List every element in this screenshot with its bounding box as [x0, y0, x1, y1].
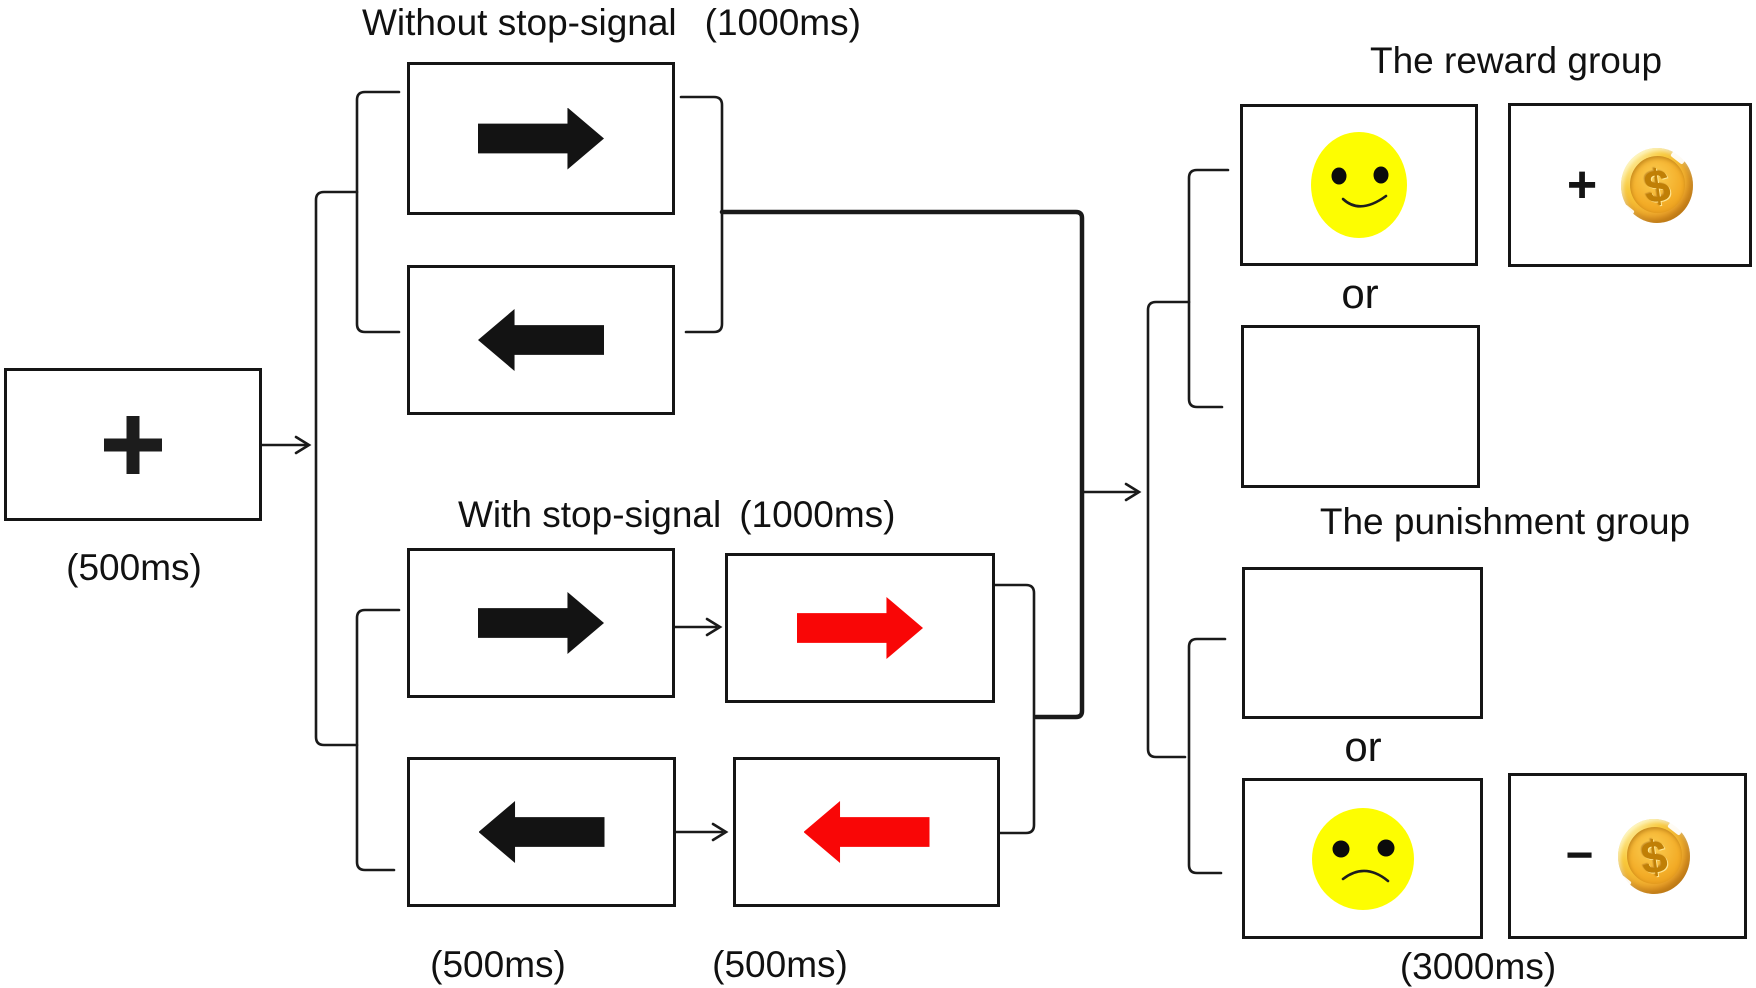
bracket-punishment-group [1187, 637, 1227, 875]
reward-group-title: The reward group [1369, 40, 1663, 81]
bracket-reward-group [1187, 168, 1230, 409]
with-stop-signal-title-text: With stop-signal [458, 494, 722, 535]
minus-sign: − [1565, 829, 1594, 882]
no-stop-signal-title: Without stop-signal (1000ms) [362, 2, 861, 44]
fixation-duration-label: (500ms) [66, 547, 202, 588]
go-left-screen-no-stop [407, 265, 675, 415]
reward-coin-screen: + $ [1508, 103, 1752, 267]
fixation-cross-icon: + [104, 415, 162, 474]
bracket-no-stop-left [355, 90, 401, 334]
gold-coin-icon: $ [1621, 147, 1694, 223]
left-arrow-icon [478, 801, 605, 863]
stop-signal-left-screen [733, 757, 1000, 907]
no-stop-signal-title-text: Without stop-signal [362, 2, 677, 43]
bracket-no-stop-right [679, 95, 724, 334]
go-to-stop-arrow-bottom [674, 822, 729, 842]
sad-face-icon [1311, 807, 1414, 910]
fixation-output-arrow [260, 435, 312, 455]
punishment-sad-screen [1242, 778, 1483, 939]
feedback-duration-label: (3000ms) [1399, 946, 1557, 987]
go-to-stop-arrow-top [673, 617, 723, 637]
left-arrow-icon [478, 309, 604, 371]
go-left-screen-stop-trial [407, 757, 676, 907]
smiley-face-icon [1311, 132, 1407, 238]
fixation-symbol: + [104, 416, 105, 417]
red-left-arrow-icon [803, 801, 930, 863]
punishment-blank-screen [1242, 567, 1483, 719]
red-right-arrow-icon [797, 597, 923, 659]
bracket-with-stop-right [993, 583, 1036, 835]
go-right-screen-stop-trial [407, 548, 675, 698]
reward-or-label: or [1341, 270, 1379, 317]
no-stop-signal-duration: (1000ms) [704, 2, 861, 43]
reward-smiley-screen [1240, 104, 1478, 266]
trial-type-splitter [314, 190, 359, 747]
stop-duration-label: (500ms) [712, 944, 848, 985]
punishment-or-label: or [1344, 723, 1382, 770]
group-splitter [1146, 300, 1191, 759]
plus-sign: + [1566, 156, 1598, 214]
punishment-group-title: The punishment group [1319, 501, 1691, 542]
bracket-with-stop-left [355, 608, 401, 872]
go-duration-label: (500ms) [430, 944, 566, 985]
with-stop-signal-title: With stop-signal (1000ms) [458, 494, 896, 536]
with-stop-signal-duration: (1000ms) [739, 494, 896, 535]
gold-coin-icon: $ [1617, 818, 1690, 894]
reward-blank-screen [1241, 325, 1480, 488]
stop-signal-right-screen [725, 553, 995, 703]
fixation-screen: + [4, 368, 262, 521]
collector-line [719, 209, 1085, 720]
right-arrow-icon [478, 592, 604, 654]
outcome-arrow [1082, 482, 1142, 502]
go-right-screen-no-stop [407, 62, 675, 215]
right-arrow-icon [478, 107, 604, 170]
punishment-coin-screen: − $ [1508, 773, 1747, 939]
